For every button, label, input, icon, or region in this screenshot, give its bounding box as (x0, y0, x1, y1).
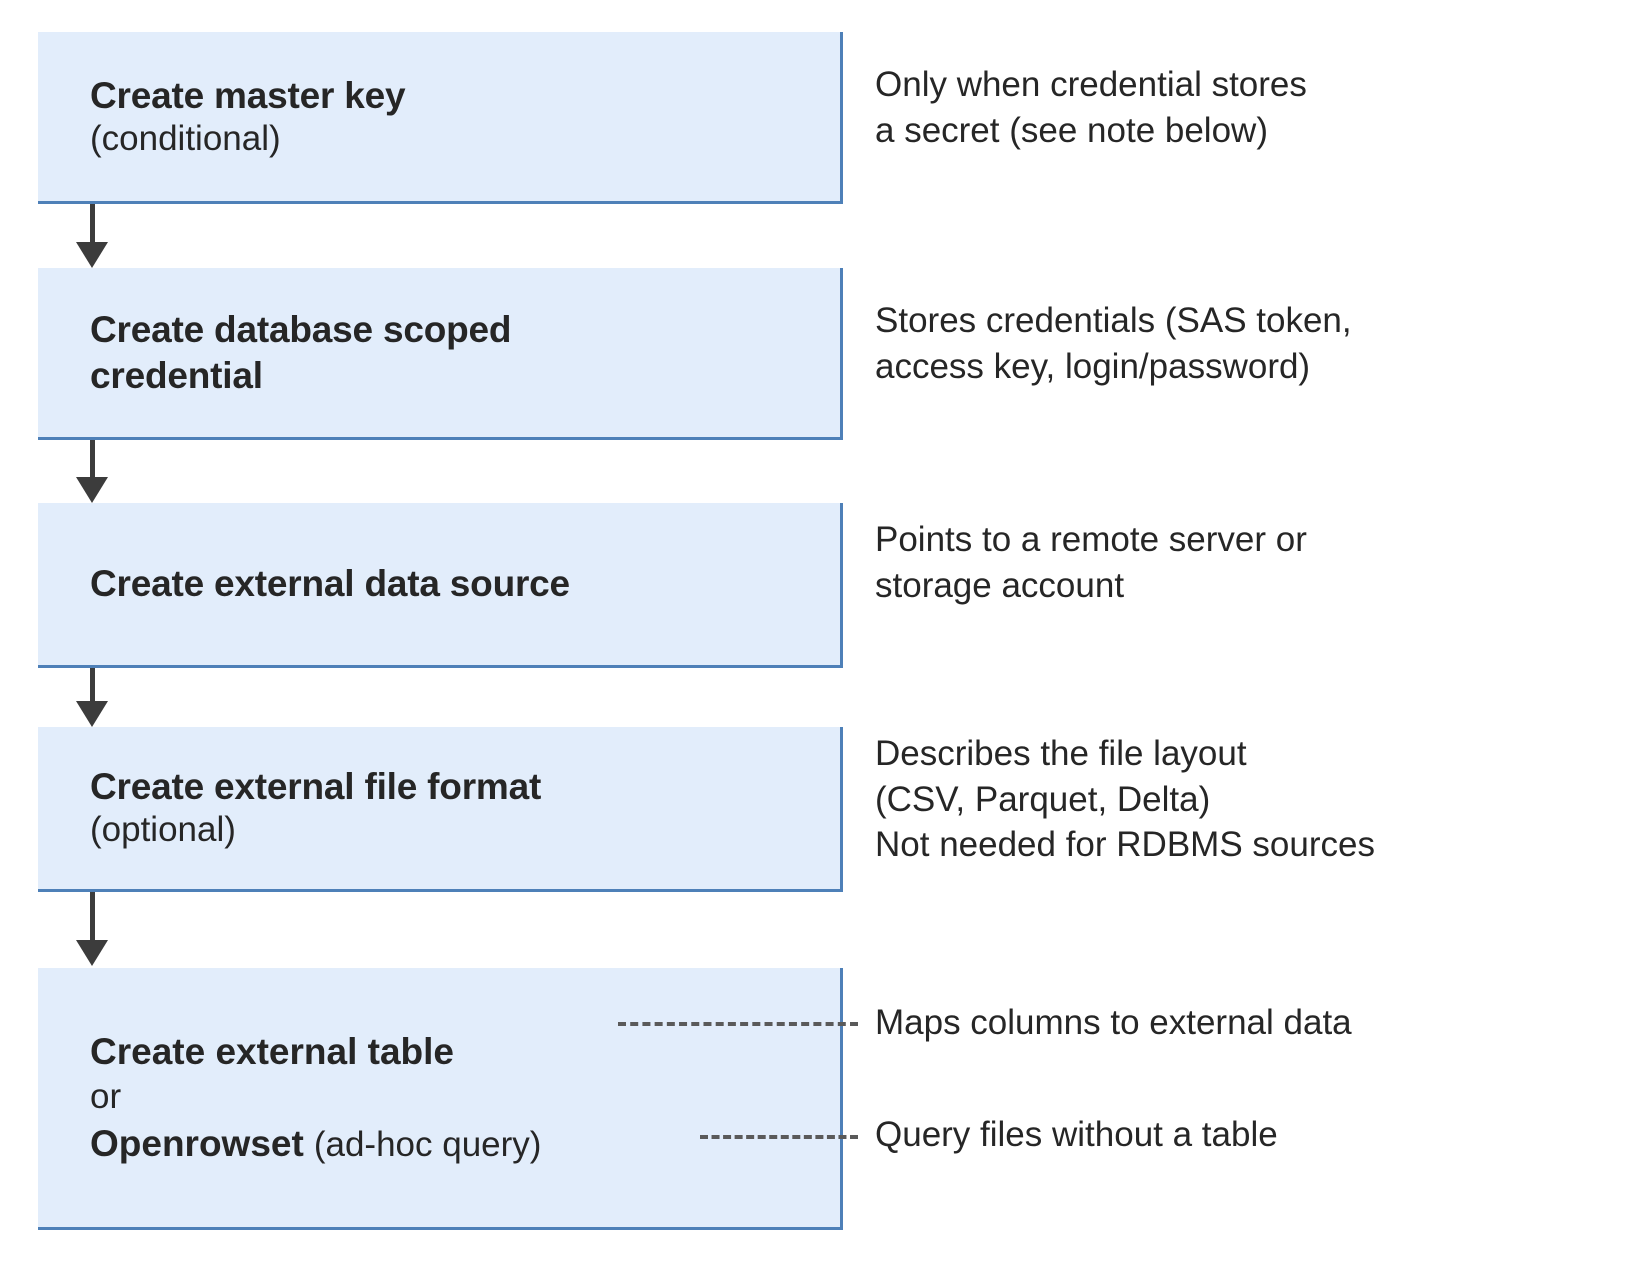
note-create-database-scoped-credential: Stores credentials (SAS token, access ke… (875, 301, 1352, 386)
final-step-or-label: or (90, 1076, 122, 1116)
create-external-table-label: Create external table (90, 1030, 455, 1072)
note-create-master-key: Only when credential stores a secret (se… (875, 65, 1307, 150)
note-create-external-file-format: Describes the file layout (CSV, Parquet,… (875, 734, 1375, 864)
step-title: Create external file format (90, 766, 542, 808)
final-step-line-1: Create external table (90, 1028, 826, 1075)
step-box-create-external-data-source[interactable]: Create external data source (38, 503, 843, 668)
arrow-down-icon (76, 204, 108, 268)
step-subtitle: (optional) (90, 810, 236, 850)
arrow-down-icon (76, 668, 108, 727)
step-box-create-master-key[interactable]: Create master key (conditional) (38, 32, 843, 204)
note-openrowset: Query files without a table (875, 1115, 1278, 1154)
dashed-connector-openrowset (700, 1135, 858, 1139)
dashed-connector-external-table (618, 1022, 858, 1026)
note-create-external-data-source: Points to a remote server or storage acc… (875, 520, 1307, 605)
note-create-external-table: Maps columns to external data (875, 1003, 1352, 1042)
step-title: Create external data source (90, 563, 570, 605)
step-title: Create database scoped credential (90, 309, 512, 396)
step-box-create-database-scoped-credential[interactable]: Create database scoped credential (38, 268, 843, 440)
step-title: Create master key (90, 74, 406, 116)
arrow-down-icon (76, 892, 108, 968)
step-box-create-external-table-or-openrowset[interactable]: Create external table or Openrowset (ad-… (38, 968, 843, 1230)
arrow-down-icon (76, 440, 108, 503)
openrowset-label: Openrowset (90, 1122, 304, 1164)
final-step-line-3: Openrowset (ad-hoc query) (90, 1120, 826, 1168)
step-subtitle: (conditional) (90, 118, 281, 158)
openrowset-qualifier: (ad-hoc query) (313, 1124, 542, 1164)
step-box-create-external-file-format[interactable]: Create external file format (optional) (38, 727, 843, 892)
